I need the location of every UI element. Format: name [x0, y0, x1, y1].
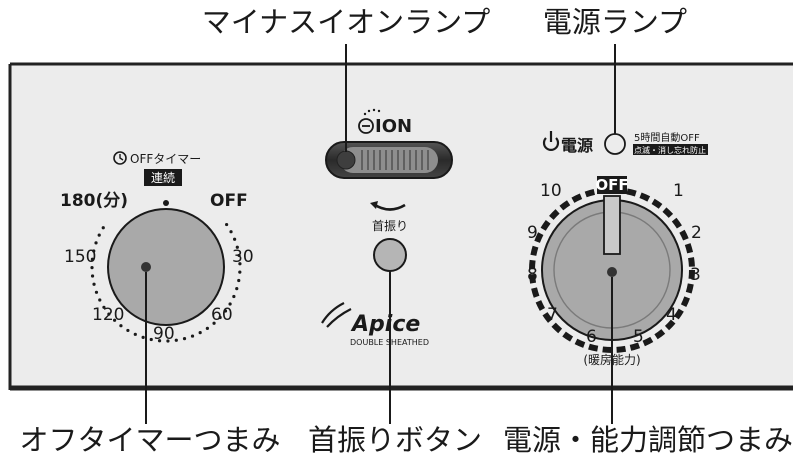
timer-scale-dot	[157, 339, 162, 343]
timer-scale-dot	[94, 290, 99, 294]
continuous-label: 連続	[151, 171, 175, 185]
off-timer-section: OFFタイマー 連続 180(分) OFF 30 60 90 120 150	[60, 151, 254, 344]
power-section: 電源 5時間自動OFF 点滅・消し忘れ防止 OFF 1 2 3 4 5 6 7 …	[527, 131, 708, 367]
power-icon	[542, 131, 560, 151]
ion-lamp	[336, 150, 356, 170]
power-num-9: 9	[527, 223, 538, 243]
timer-scale-dot	[228, 302, 232, 306]
timer-scale-dot	[102, 305, 106, 309]
power-num-2: 2	[691, 223, 702, 243]
power-num-8: 8	[527, 265, 538, 285]
timer-scale-dot	[198, 331, 202, 335]
timer-scale-dot	[238, 262, 242, 266]
timer-scale-dot	[119, 324, 123, 328]
brand-logo	[321, 302, 352, 328]
callout-swing-button: 首振りボタン	[308, 423, 482, 457]
timer-label-120: 120	[92, 305, 124, 325]
timer-label-60: 60	[211, 305, 233, 325]
swing-label: 首振り	[372, 219, 408, 233]
timer-scale-dot	[112, 318, 117, 322]
timer-scale-dot	[190, 334, 195, 338]
timer-scale-dot	[94, 241, 98, 245]
timer-scale-dot	[149, 337, 153, 342]
timer-scale-dot	[126, 328, 130, 333]
timer-scale-dot	[90, 266, 94, 270]
off-timer-knob[interactable]	[107, 208, 225, 326]
timer-label-90: 90	[153, 324, 175, 344]
power-off-label: OFF	[595, 176, 628, 194]
callout-minus-ion-lamp: マイナスイオンランプ	[202, 5, 491, 39]
power-label: 電源	[561, 136, 593, 155]
timer-scale-dot	[92, 282, 96, 286]
timer-label-30: 30	[232, 247, 254, 267]
ion-label: ION	[375, 116, 412, 137]
power-num-3: 3	[690, 265, 701, 285]
timer-scale-dot	[232, 294, 236, 299]
power-num-1: 1	[673, 181, 684, 201]
callout-power-knob: 電源・能力調節つまみ	[503, 423, 793, 457]
power-num-10: 10	[540, 181, 562, 201]
auto-off-label: 5時間自動OFF	[634, 131, 700, 144]
timer-scale-dot	[133, 332, 137, 336]
timer-scale-dot	[205, 326, 209, 330]
timer-scale-dot	[212, 321, 216, 325]
timer-scale-dot	[107, 312, 111, 316]
timer-scale-dot	[235, 245, 239, 249]
callout-power-lamp: 電源ランプ	[543, 5, 687, 39]
timer-scale-dot	[237, 278, 241, 283]
timer-label-180: 180(分)	[60, 191, 128, 211]
timer-scale-dot	[141, 335, 145, 339]
timer-label-off: OFF	[210, 191, 248, 211]
timer-scale-dot	[92, 249, 96, 253]
timer-scale-dot	[223, 309, 228, 313]
brand-name: Apice	[350, 312, 420, 337]
timer-scale-dot	[233, 237, 237, 241]
timer-scale-dot	[218, 315, 222, 320]
power-num-6: 6	[586, 327, 597, 347]
timer-scale-dot	[182, 337, 187, 341]
auto-off-sub: 点滅・消し忘れ防止	[634, 145, 706, 155]
swing-arrow-icon	[370, 201, 406, 211]
timer-scale-dot	[98, 298, 102, 302]
leader-lines	[145, 44, 616, 424]
timer-scale-dot	[235, 287, 239, 291]
timer-scale-dot	[90, 274, 95, 278]
power-knob-pointer	[603, 195, 621, 255]
timer-scale-dot	[97, 233, 101, 237]
timer-scale-dot	[174, 338, 178, 342]
timer-scale-dot	[229, 230, 233, 234]
timer-scale-dot	[237, 253, 241, 258]
timer-scale-dot	[90, 257, 95, 261]
power-scale-ring	[529, 187, 695, 353]
callout-off-timer-knob: オフタイマーつまみ	[19, 423, 280, 457]
timer-scale-dot	[166, 339, 170, 343]
timer-scale-dot	[238, 270, 242, 274]
swing-button[interactable]	[373, 238, 407, 272]
power-num-4: 4	[666, 305, 677, 325]
timer-label-150: 150	[64, 247, 96, 267]
clock-icon	[113, 151, 127, 165]
minus-ion-icon	[358, 108, 381, 134]
ion-section: ION 首振り Apice DOUBLE SHEATHED	[321, 108, 453, 347]
timer-scale-dot	[101, 226, 105, 230]
continuous-badge	[144, 169, 182, 186]
power-num-5: 5	[633, 327, 644, 347]
timer-scale-dot	[225, 222, 229, 227]
timer-header: OFFタイマー	[130, 152, 201, 166]
power-num-7: 7	[547, 305, 558, 325]
